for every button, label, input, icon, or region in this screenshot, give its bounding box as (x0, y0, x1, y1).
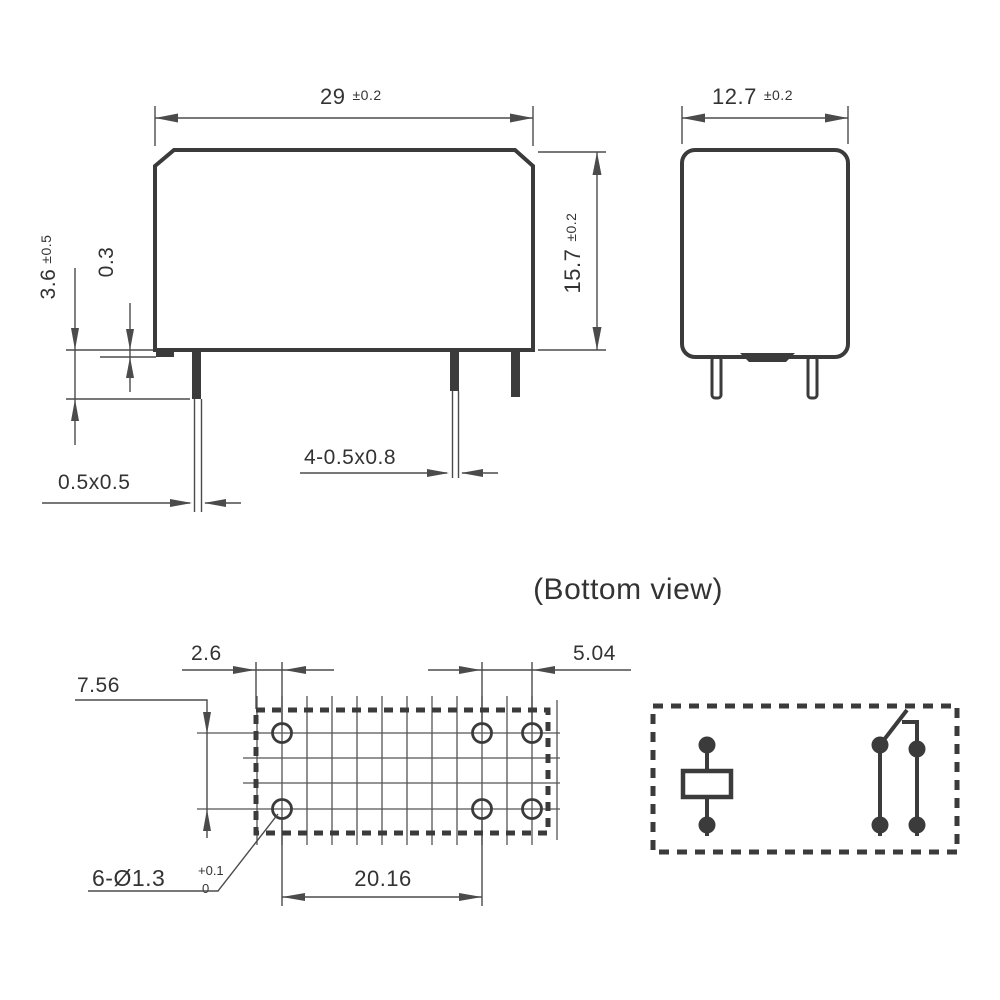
arrow-head (459, 893, 482, 901)
arrow-head (592, 327, 602, 350)
arrow-head (204, 499, 226, 507)
pin-hole (471, 722, 493, 744)
terminal-dot (908, 816, 926, 834)
arrow-head (427, 469, 449, 477)
arrow-head (155, 113, 178, 123)
hole-spec-tol-lower: 0 (202, 881, 209, 896)
arrow-head (825, 113, 848, 123)
dim-label-contact-pitch: 5.04 (573, 642, 616, 665)
dim-label-height-front: 15.7±0.2 (560, 213, 585, 294)
contact-symbol (871, 708, 926, 836)
arrow-head (126, 357, 134, 378)
case-outline-bottom (253, 707, 551, 836)
pin-hole (271, 722, 293, 744)
dim-edge-offset: 2.6 (182, 642, 334, 674)
bottom-view-title: (Bottom view) (533, 573, 723, 606)
pin-right-shoulder (511, 350, 520, 397)
terminal-dot (871, 816, 889, 834)
pin-hole (521, 722, 543, 744)
pin-hole (271, 798, 293, 820)
arrow-head (282, 893, 305, 901)
schematic-border (650, 703, 960, 855)
terminal-dot (871, 736, 889, 754)
pin-left-shoulder (192, 350, 201, 399)
dim-label-step: 0.3 (95, 247, 118, 278)
pin-side-right (806, 355, 819, 400)
arrow-head (71, 328, 79, 350)
arrow-head (203, 712, 211, 734)
coil-rect (680, 768, 734, 800)
dim-pin-span: 20.16 (282, 866, 482, 901)
dim-pin-corner: 0.5x0.5 (42, 471, 241, 507)
front-view: 29±0.2 15.7±0.2 3.6±0.5 0.3 (37, 84, 606, 512)
dim-label-row-pitch: 7.56 (77, 674, 120, 697)
terminal-dot (698, 816, 716, 834)
arrow-head (461, 469, 483, 477)
pin-hole (521, 798, 543, 820)
case-bottom-boss (740, 353, 795, 362)
extension-lines (255, 662, 533, 906)
pin-side-left (710, 355, 723, 400)
leader-line (88, 813, 279, 892)
dim-label-pin-span: 20.16 (354, 866, 412, 891)
arrow-head (592, 152, 602, 175)
pin-hole (471, 798, 493, 820)
hole-spec-tol-upper: +0.1 (198, 863, 224, 878)
dim-pins: 4-0.5x0.8 (300, 446, 498, 477)
pin-mid-shoulder (450, 350, 459, 391)
dim-label-edge-offset: 2.6 (191, 642, 222, 665)
dim-label-standoff: 3.6±0.5 (37, 235, 60, 300)
dim-label-width-side: 12.7±0.2 (712, 84, 793, 109)
dim-label-pins: 4-0.5x0.8 (304, 446, 396, 469)
hole-spec: 6-Ø1.3 +0.1 0 (88, 813, 279, 896)
grid-lines-horizontal (197, 732, 560, 810)
dim-row-pitch: 7.56 (75, 674, 211, 838)
dim-label-width-front: 29±0.2 (320, 84, 382, 109)
terminal-dot (698, 736, 716, 754)
hole-spec-label: 6-Ø1.3 (92, 865, 165, 891)
arrow-head (126, 329, 134, 350)
arrow-head (682, 113, 705, 123)
dim-width-side: 12.7±0.2 (681, 84, 849, 144)
case-standoff-boss (156, 350, 174, 357)
relay-body-side (680, 148, 850, 359)
terminal-dot (908, 740, 926, 758)
grid-lines-vertical (256, 696, 558, 845)
arrow-head (170, 499, 192, 507)
side-view: 12.7±0.2 (680, 84, 850, 400)
dim-label-pin-corner: 0.5x0.5 (58, 471, 130, 494)
schematic (650, 703, 960, 855)
coil-symbol (680, 736, 734, 836)
arrow-head (284, 666, 306, 674)
fixed-contact (902, 720, 919, 836)
dim-height-front: 15.7±0.2 (538, 151, 606, 351)
dim-width-front: 29±0.2 (154, 84, 534, 146)
arrow-head (71, 399, 79, 421)
arrow-head (459, 666, 481, 674)
arrow-head (203, 809, 211, 831)
arrow-head (533, 666, 555, 674)
relay-body-front (153, 148, 535, 352)
dim-contact-pitch: 5.04 (428, 642, 631, 674)
arrow-head (510, 113, 533, 123)
dim-step: 0.3 (95, 247, 156, 392)
arrow-head (233, 666, 255, 674)
dim-standoff: 3.6±0.5 (37, 235, 190, 445)
bottom-view: 2.6 5.04 7.56 20.16 6-Ø1.3 +0.1 0 (75, 642, 631, 906)
